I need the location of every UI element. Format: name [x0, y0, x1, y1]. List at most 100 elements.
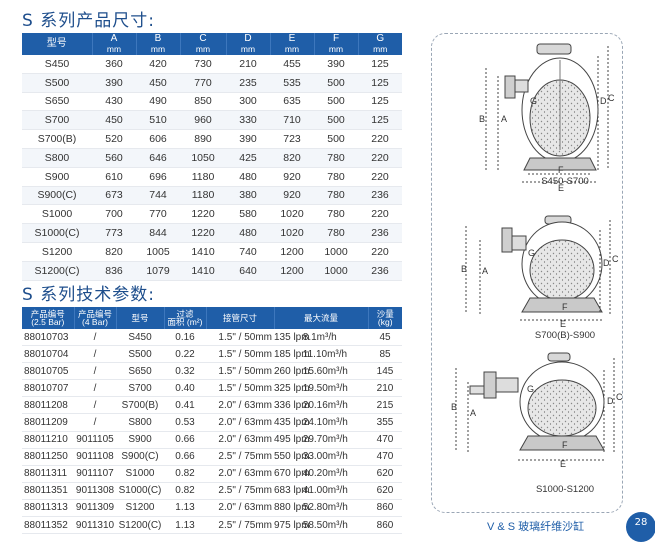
table-cell: 450: [92, 110, 136, 131]
table-cell: 2.0" / 63mm: [206, 396, 274, 415]
table-cell: /: [74, 413, 116, 432]
table-cell: 145: [368, 362, 402, 381]
table-cell: 500: [314, 129, 358, 149]
table-cell: S1200: [116, 499, 164, 518]
table-cell: 0.41: [164, 396, 206, 415]
table-cell: 770: [180, 73, 226, 93]
table-cell: 215: [368, 396, 402, 415]
table-cell: 780: [314, 186, 358, 206]
table-cell: S450: [22, 55, 92, 74]
table-cell: 9011308: [74, 482, 116, 500]
table-cell: 710: [270, 110, 314, 131]
table-cell: 390: [92, 73, 136, 93]
table-cell: 9011105: [74, 431, 116, 449]
table-cell: 0.66: [164, 448, 206, 466]
table-cell: 236: [358, 223, 402, 243]
table-cell: 0.82: [164, 482, 206, 500]
table-cell: 820: [92, 242, 136, 262]
table-cell: 260 lpm 15.60m³/h: [274, 362, 368, 381]
table-cell: 580: [226, 204, 270, 225]
table-cell: 2.0" / 63mm: [206, 431, 274, 449]
table-cell: 1220: [180, 204, 226, 225]
table-cell: 380: [226, 186, 270, 206]
table-cell: 1020: [270, 223, 314, 243]
size-section-title: S 系列产品尺寸:: [22, 11, 155, 31]
table-cell: 135 lpm 8.1m³/h: [274, 329, 368, 347]
table-cell: 220: [358, 129, 402, 149]
table-cell: 2.5" / 75mm: [206, 448, 274, 466]
table-cell: 45: [368, 329, 402, 347]
table-cell: S650: [22, 92, 92, 112]
table-cell: 770: [136, 204, 180, 225]
table-cell: 125: [358, 92, 402, 112]
table-cell: 220: [358, 148, 402, 168]
table-cell: S450: [116, 329, 164, 347]
table-cell: 740: [226, 242, 270, 262]
table-cell: 88010704: [22, 345, 74, 364]
table-cell: 535: [270, 73, 314, 93]
tech-table: 产品编号(2.5 Bar)产品编号(4 Bar)型号过滤面积 (m²)接管尺寸最…: [22, 307, 402, 535]
table-cell: 490: [136, 92, 180, 112]
table-cell: /: [74, 345, 116, 364]
table-cell: S800: [22, 148, 92, 168]
table-cell: 125: [358, 55, 402, 74]
table-cell: 220: [358, 167, 402, 187]
table-cell: 635: [270, 92, 314, 112]
table-cell: 773: [92, 223, 136, 243]
table-cell: 420: [136, 55, 180, 74]
table-cell: 670 lpm 40.20m³/h: [274, 465, 368, 483]
table-cell: 1000: [314, 242, 358, 262]
table-cell: 1180: [180, 167, 226, 187]
table-cell: 2.0" / 63mm: [206, 413, 274, 432]
table-cell: S1000: [116, 465, 164, 483]
table-cell: 860: [368, 516, 402, 535]
table-cell: 780: [314, 223, 358, 243]
table-cell: S800: [116, 413, 164, 432]
table-cell: /: [74, 362, 116, 381]
table-cell: 88011209: [22, 413, 74, 432]
table-cell: 470: [368, 431, 402, 449]
table-cell: 125: [358, 73, 402, 93]
table-cell: 606: [136, 129, 180, 149]
table-cell: S1000: [22, 204, 92, 225]
table-cell: S900: [116, 431, 164, 449]
table-cell: 550 lpm 33.00m³/h: [274, 448, 368, 466]
table-cell: 520: [92, 129, 136, 149]
table-cell: 1180: [180, 186, 226, 206]
table-cell: S900(C): [22, 186, 92, 206]
table-cell: 495 lpm 29.70m³/h: [274, 431, 368, 449]
table-cell: 1.5" / 50mm: [206, 362, 274, 381]
table-cell: 2.5" / 75mm: [206, 516, 274, 535]
table-cell: 0.66: [164, 431, 206, 449]
table-cell: 500: [314, 73, 358, 93]
table-cell: 220: [358, 204, 402, 225]
table-cell: 1410: [180, 261, 226, 281]
table-cell: 325 lpm 19.50m³/h: [274, 379, 368, 398]
diagram-caption-1: S450-S700: [541, 176, 589, 187]
table-cell: 425: [226, 148, 270, 168]
table-cell: 640: [226, 261, 270, 281]
table-cell: 960: [180, 110, 226, 131]
table-cell: 185 lpm 11.10m³/h: [274, 345, 368, 364]
table-cell: 88011208: [22, 396, 74, 415]
table-cell: /: [74, 379, 116, 398]
table-cell: 9011310: [74, 516, 116, 535]
footer-label: V & S 玻璃纤维沙缸: [487, 521, 585, 533]
table-cell: 1200: [270, 261, 314, 281]
table-cell: 1020: [270, 204, 314, 225]
table-cell: 780: [314, 204, 358, 225]
